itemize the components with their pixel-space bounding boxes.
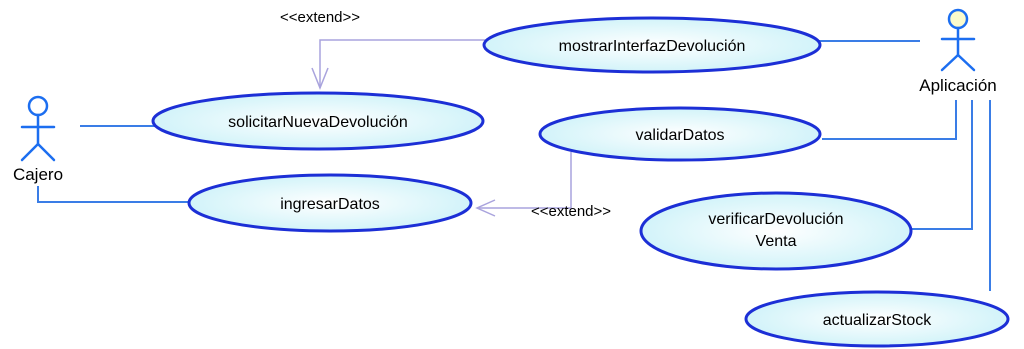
- actor-aplicacion-leg-right: [956, 53, 976, 72]
- extend-label-mid: <<extend>>: [531, 203, 611, 220]
- actor-cajero-label: Cajero: [13, 165, 63, 184]
- label-verificar-line1: verificarDevolución: [708, 211, 843, 228]
- label-solicitar: solicitarNuevaDevolución: [228, 114, 408, 131]
- actor-cajero-leg-left: [20, 142, 40, 162]
- use-case-validar-datos[interactable]: [538, 106, 822, 162]
- label-mostrar: mostrarInterfazDevolución: [559, 38, 746, 55]
- use-case-actualizar-stock[interactable]: [744, 290, 1010, 348]
- label-actualizar: actualizarStock: [823, 312, 932, 329]
- extend-line-mostrar-solicitar: [319, 39, 486, 88]
- use-case-labels: mostrarInterfazDevolución solicitarNueva…: [228, 38, 932, 329]
- assoc-cajero-ingresar: [37, 186, 190, 203]
- extend-arrowhead-mid: [475, 199, 496, 217]
- use-case-mostrar-interfaz-devolucion[interactable]: [482, 16, 822, 74]
- assoc-aplicacion-validar: [822, 100, 957, 140]
- label-ingresar: ingresarDatos: [280, 196, 380, 213]
- actor-cajero-leg-right: [36, 142, 56, 162]
- actor-cajero[interactable]: [20, 95, 56, 162]
- extend-lines: [311, 39, 572, 217]
- use-cases: [151, 16, 1010, 348]
- use-case-ingresar-datos[interactable]: [187, 173, 473, 233]
- extend-arrowhead-top: [311, 67, 329, 91]
- assoc-aplicacion-verificar: [910, 100, 973, 230]
- actor-aplicacion-head: [947, 8, 969, 30]
- actor-cajero-head: [27, 95, 49, 117]
- use-case-solicitar-nueva-devolucion[interactable]: [151, 91, 485, 151]
- use-case-verificar-devolucion-venta[interactable]: [639, 191, 913, 271]
- actor-aplicacion[interactable]: [940, 8, 976, 72]
- label-verificar-line2: Venta: [756, 233, 797, 250]
- association-lines: [37, 40, 991, 291]
- label-validar: validarDatos: [636, 127, 725, 144]
- actor-aplicacion-label: Aplicación: [919, 76, 997, 95]
- extend-line-validar-ingresar: [477, 152, 572, 209]
- actor-aplicacion-leg-left: [940, 53, 960, 72]
- extend-label-top: <<extend>>: [280, 9, 360, 26]
